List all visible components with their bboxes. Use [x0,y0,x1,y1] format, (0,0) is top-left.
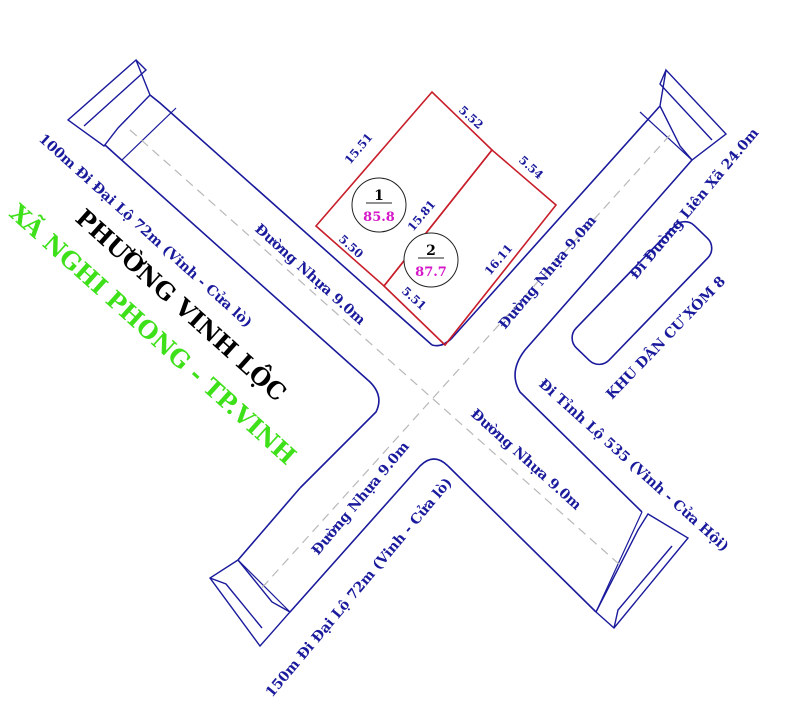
lot-2-boundary [382,148,558,347]
dim-lot2-bottom: 5.51 [399,284,429,313]
lot-1-marker [351,177,407,233]
road-inner-nw [121,107,177,161]
centerlines [129,129,671,591]
arrow-sw-icon [208,559,292,648]
road-edge-sw-left [237,487,301,561]
dim-lot2-top: 5.54 [516,153,546,182]
lot-2-area: 87.7 [415,265,447,280]
arrow-se-icon [595,513,690,630]
road-edge-nw-upper [149,94,433,346]
lot-2-marker [403,232,459,288]
dim-shared-side: 15.81 [405,197,439,234]
road-edge-ne-left [431,105,661,347]
lot-2-number: 2 [426,243,436,259]
road-label-ne: Đi Đường Liên Xã 24.0m [626,125,762,283]
street-label-se: Đường Nhựa 9.0m [467,406,584,514]
residential-area-label: KHU DÂN CƯ XÓM 8 [602,272,729,403]
centerline-nw-se [129,129,621,566]
centerline-ne-sw [259,134,671,591]
direction-arrows [66,58,728,648]
road-network [104,94,693,613]
road-label-se-right: Đi Tỉnh Lộ 535 (Vinh - Cửa Hội) [535,375,732,555]
residential-block [571,220,713,366]
lot-1-area: 85.8 [363,210,395,225]
arrow-nw-icon [66,58,151,147]
arrow-ne-icon [659,68,728,161]
road-label-nw: 100m Đi Đại Lộ 72m (Vinh - Cửa lò) [35,130,255,331]
lot-1-number: 1 [374,188,384,204]
road-inner-se [595,511,643,613]
dim-lot1-top: 5.52 [456,103,486,132]
road-edge-sw-right [289,458,449,613]
road-inner-ne [639,111,693,161]
road-edge-ne-right [514,159,693,513]
road-edge-nw-lower [104,144,380,489]
road-edge-se-upper [447,465,597,613]
lots: 1 85.8 2 87.7 [314,90,558,347]
dim-lot1-left: 15.51 [342,130,376,167]
